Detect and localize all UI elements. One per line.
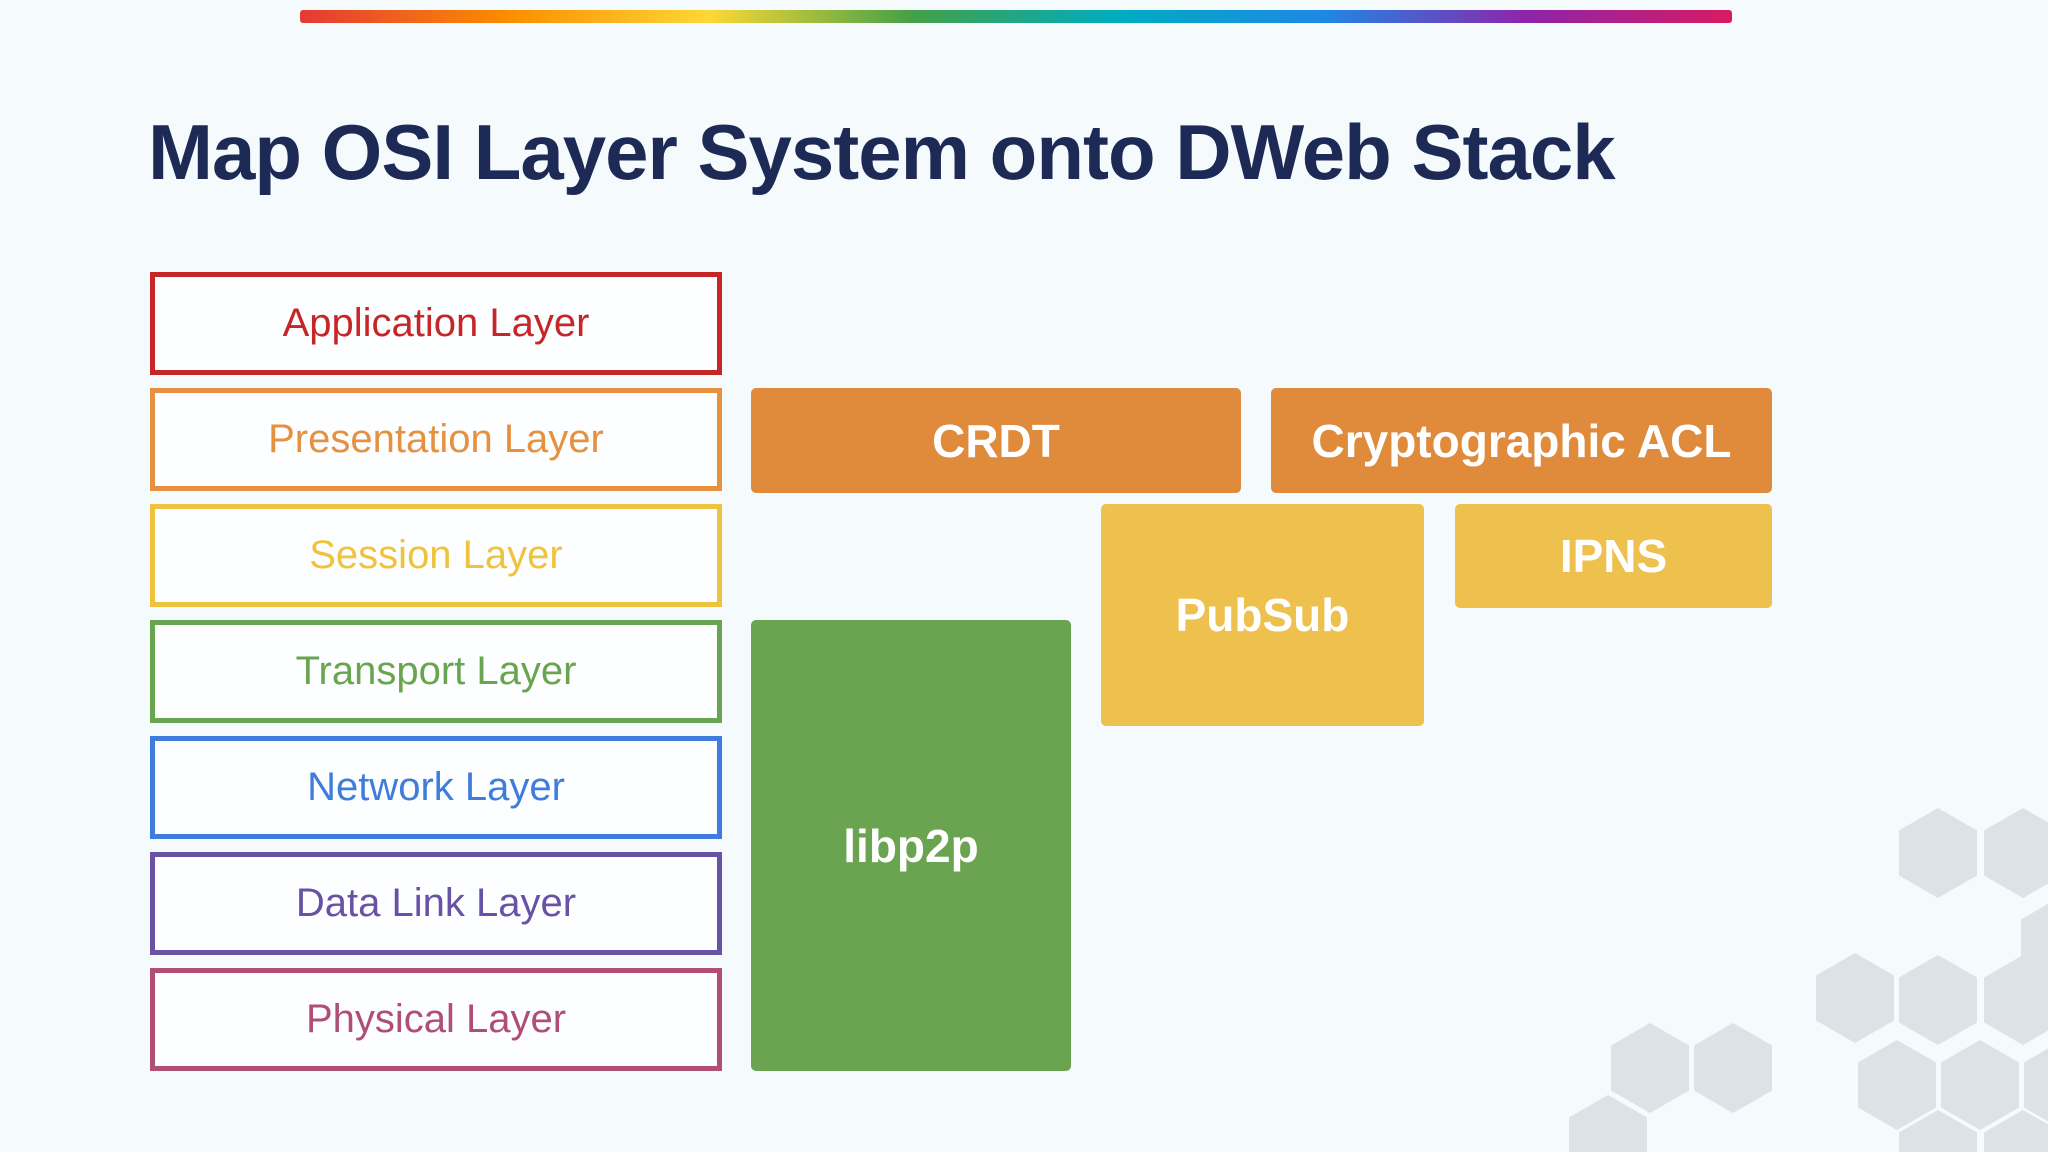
hexagon-icon <box>1984 808 2048 898</box>
osi-layer-label: Presentation Layer <box>268 417 604 461</box>
hexagon-icon <box>1984 955 2048 1045</box>
osi-layer-box: Application Layer <box>150 272 722 375</box>
osi-layer-box: Physical Layer <box>150 968 722 1071</box>
osi-layer-box: Presentation Layer <box>150 388 722 491</box>
osi-layer-box: Data Link Layer <box>150 852 722 955</box>
osi-layer-box: Network Layer <box>150 736 722 839</box>
hexagon-icon <box>1899 955 1977 1045</box>
dweb-box-label: Cryptographic ACL <box>1311 414 1732 467</box>
hexagon-icon <box>1858 1040 1936 1130</box>
page-title: Map OSI Layer System onto DWeb Stack <box>148 108 1616 196</box>
osi-layer-label: Physical Layer <box>305 997 567 1041</box>
dweb-box-label: libp2p <box>843 819 979 872</box>
hexagon-icon <box>1816 953 1894 1043</box>
osi-layer-label: Data Link Layer <box>295 881 577 925</box>
hexagon-icon <box>1611 1023 1689 1113</box>
dweb-box-label: IPNS <box>1559 530 1668 582</box>
libp2p-box: libp2p <box>751 620 1071 1071</box>
osi-layer-label: Transport Layer <box>295 649 577 693</box>
osi-layer-label: Session Layer <box>309 533 563 577</box>
pubsub-box: PubSub <box>1101 504 1424 726</box>
osi-layer-box: Transport Layer <box>150 620 722 723</box>
hexagon-icon <box>1694 1023 1772 1113</box>
osi-layer-label: Network Layer <box>307 765 565 809</box>
hexagon-icon <box>1899 808 1977 898</box>
dweb-box-label: PubSub <box>1175 589 1350 641</box>
osi-layer-box: Session Layer <box>150 504 722 607</box>
rainbow-accent-bar <box>300 10 1732 23</box>
crdt-box: CRDT <box>751 388 1241 493</box>
dweb-box-label: CRDT <box>932 414 1060 467</box>
ipns-box: IPNS <box>1455 504 1772 608</box>
acl-box: Cryptographic ACL <box>1271 388 1772 493</box>
hexagon-icon <box>1941 1040 2019 1130</box>
osi-layer-label: Application Layer <box>282 301 590 345</box>
